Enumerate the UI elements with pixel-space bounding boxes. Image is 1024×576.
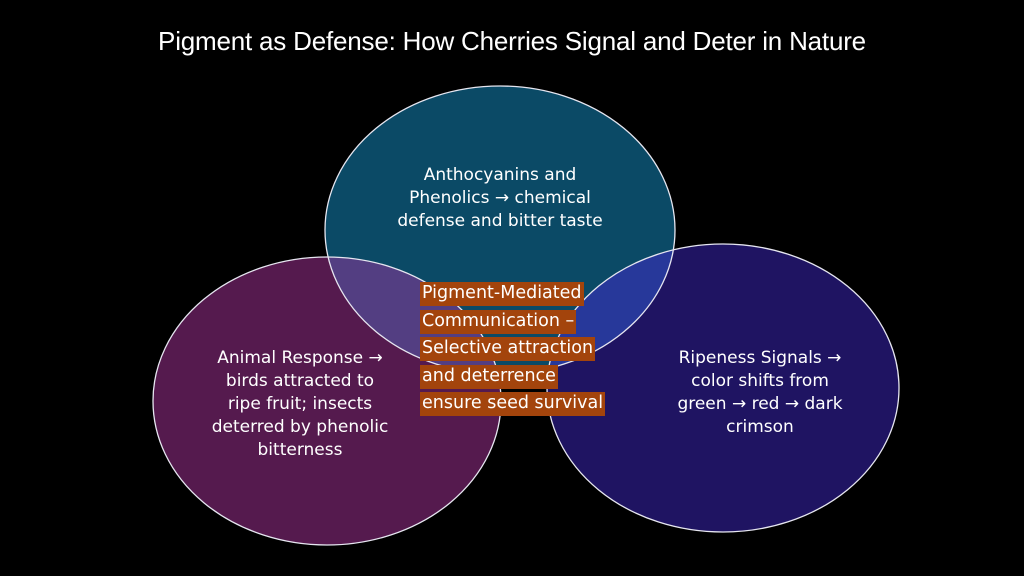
center-label-line: Communication – — [420, 309, 577, 334]
slide-title: Pigment as Defense: How Cherries Signal … — [158, 26, 866, 56]
center-label-line: ensure seed survival — [420, 392, 606, 417]
venn-label-line: Phenolics → chemical — [409, 188, 591, 208]
center-label-line: Selective attraction — [420, 337, 596, 362]
venn-label-line: ripe fruit; insects — [227, 394, 373, 414]
venn-label-line: green → red → dark — [677, 394, 843, 414]
venn-center-label: Pigment-Mediated Communication – Selecti… — [420, 280, 635, 418]
venn-label-line: color shifts from — [691, 371, 829, 391]
venn-label-line: bitterness — [257, 440, 343, 460]
venn-label-line: birds attracted to — [225, 371, 375, 391]
venn-label-line: Ripeness Signals → — [678, 348, 842, 368]
venn-overlap-top-left — [325, 257, 501, 374]
venn-label-line: Animal Response → — [217, 348, 383, 368]
venn-label-left: Animal Response → birds attracted to rip… — [180, 347, 420, 462]
center-label-line: Pigment-Mediated — [420, 282, 584, 306]
venn-label-line: crimson — [726, 417, 794, 437]
venn-label-right: Ripeness Signals → color shifts from gre… — [645, 347, 875, 439]
venn-label-line: defense and bitter taste — [397, 211, 603, 231]
venn-label-top: Anthocyanins and Phenolics → chemical de… — [375, 164, 625, 233]
venn-label-line: Anthocyanins and — [423, 165, 577, 185]
venn-label-line: deterred by phenolic — [211, 417, 389, 437]
venn-overlap-top-right — [547, 244, 675, 374]
center-label-line: and deterrence — [420, 364, 558, 389]
